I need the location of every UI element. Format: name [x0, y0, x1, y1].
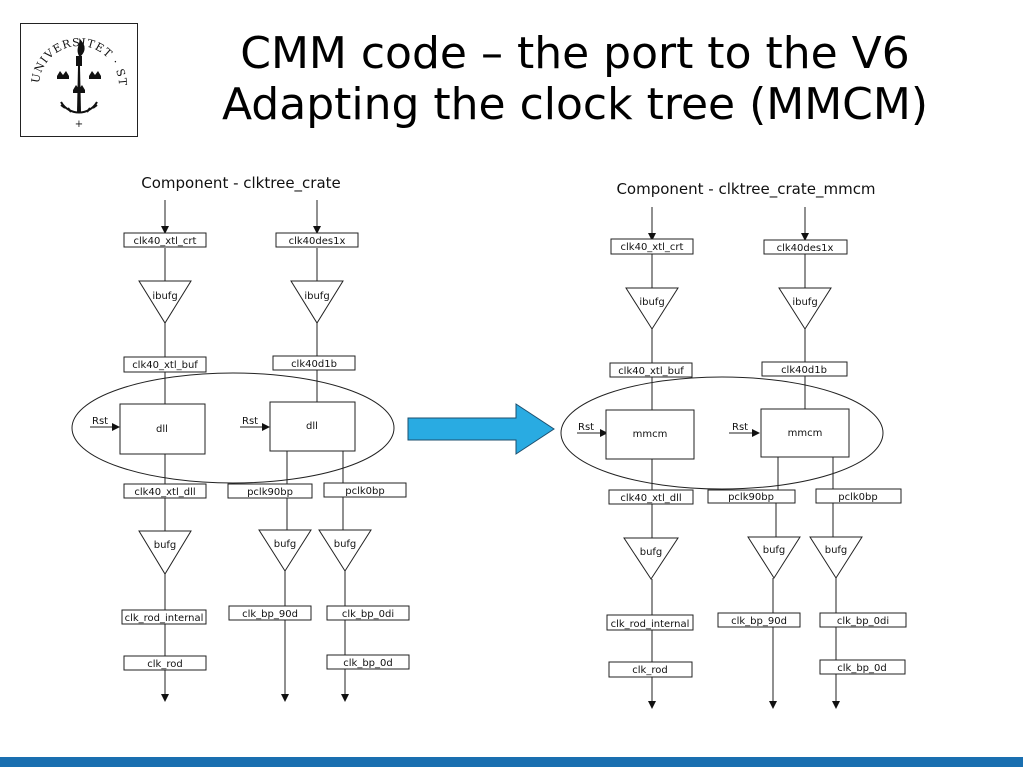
- right-label-blk2: mmcm: [788, 428, 823, 439]
- right-label-out2: pclk90bp: [728, 492, 774, 503]
- right-label-f4: clk_rod: [632, 665, 667, 676]
- left-label-out3: pclk0bp: [345, 486, 384, 497]
- left-label-mid2: clk40d1b: [291, 359, 337, 370]
- right-label-out3: pclk0bp: [838, 492, 877, 503]
- right-box-clk40-xtl-crt: [610, 238, 694, 255]
- right-labels: clk40_xtl_crt clk40des1x ibufg ibufg clk…: [578, 242, 889, 676]
- left-dll-block-2: [269, 401, 356, 452]
- right-mmcm-group-ellipse: [560, 376, 884, 490]
- right-label-mid1: clk40_xtl_buf: [618, 366, 684, 377]
- university-logo: UNIVERSITET · STOCKHOLMS +: [15, 14, 138, 137]
- right-label-rst2: Rst: [732, 422, 748, 433]
- left-label-blk1: dll: [156, 424, 168, 435]
- right-label-f5: clk_bp_0d: [837, 663, 886, 674]
- left-label-blk2: dll: [306, 421, 318, 432]
- left-box-clk40des1x: [275, 232, 359, 248]
- right-bufg-3: [809, 536, 863, 579]
- left-label-in1: clk40_xtl_crt: [134, 236, 197, 247]
- right-label-mid2: clk40d1b: [781, 365, 827, 376]
- left-diagram: Component - clktree_crate: [71, 174, 410, 702]
- right-label-buf1: ibufg: [639, 297, 664, 308]
- right-mmcm-block-1: [605, 409, 695, 460]
- right-box-pclk0bp: [815, 488, 902, 504]
- left-ibufg-1: [138, 280, 192, 324]
- title-line-2: Adapting the clock tree (MMCM): [221, 79, 929, 130]
- left-label-f1: clk_rod_internal: [125, 613, 204, 624]
- right-ibufg-2: [778, 287, 832, 330]
- left-box-clk40d1b: [272, 355, 356, 371]
- right-ibufg-1: [625, 287, 679, 330]
- slide-title: CMM code – the port to the V6 Adapting t…: [170, 28, 980, 130]
- left-label-g3: bufg: [334, 539, 357, 550]
- left-box-clk40-xtl-buf: [123, 356, 207, 373]
- left-label-f3: clk_bp_0di: [342, 609, 394, 620]
- left-box-pclk90bp: [227, 483, 313, 499]
- right-label-buf2: ibufg: [792, 297, 817, 308]
- left-bufg-3: [318, 529, 372, 572]
- left-ibufg-2: [290, 280, 344, 324]
- right-box-clk-rod-internal: [606, 614, 694, 631]
- right-label-f2: clk_bp_90d: [731, 616, 787, 627]
- right-bufg-1: [623, 537, 679, 580]
- right-box-clk-bp-0di: [819, 612, 907, 628]
- left-label-g2: bufg: [274, 539, 297, 550]
- right-box-clk40-xtl-buf: [609, 362, 693, 378]
- title-line-1: CMM code – the port to the V6: [240, 28, 910, 79]
- svg-text:+: +: [75, 119, 83, 130]
- left-box-clk-rod-internal: [121, 609, 207, 625]
- right-label-f1: clk_rod_internal: [611, 619, 690, 630]
- left-label-rst2: Rst: [242, 416, 258, 427]
- right-label-g1: bufg: [640, 547, 663, 558]
- left-component-title: Component - clktree_crate: [141, 174, 341, 193]
- right-box-clk-bp-90d: [717, 612, 801, 628]
- university-seal-icon: UNIVERSITET · STOCKHOLMS +: [15, 14, 128, 130]
- left-box-clk-rod: [123, 655, 207, 671]
- right-box-pclk90bp: [707, 489, 796, 504]
- left-label-mid1: clk40_xtl_buf: [132, 360, 198, 371]
- left-label-buf2: ibufg: [304, 291, 329, 302]
- footer-bar: [0, 757, 1023, 767]
- left-box-clk-bp-90d: [228, 605, 312, 621]
- right-box-clk-rod: [608, 661, 693, 678]
- right-label-out1: clk40_xtl_dll: [620, 493, 681, 504]
- left-label-out1: clk40_xtl_dll: [134, 487, 195, 498]
- right-box-clk40d1b: [761, 361, 848, 377]
- left-label-g1: bufg: [154, 540, 177, 551]
- right-box-clk40-xtl-dll: [608, 489, 694, 505]
- left-dll-group-ellipse: [71, 372, 395, 484]
- left-labels: clk40_xtl_crt clk40des1x ibufg ibufg clk…: [92, 236, 394, 670]
- left-label-in2: clk40des1x: [289, 236, 346, 247]
- right-label-blk1: mmcm: [633, 429, 668, 440]
- left-label-rst1: Rst: [92, 416, 108, 427]
- left-bufg-1: [138, 530, 192, 575]
- left-bufg-2: [258, 529, 312, 572]
- right-label-in2: clk40des1x: [777, 243, 834, 254]
- transition-arrow-icon: [407, 403, 555, 455]
- left-box-clk-bp-0di: [326, 605, 410, 621]
- right-mmcm-block-2: [760, 408, 850, 458]
- left-box-clk40-xtl-dll: [123, 483, 207, 499]
- left-box-pclk0bp: [323, 482, 407, 498]
- left-label-f4: clk_rod: [147, 659, 182, 670]
- right-label-f3: clk_bp_0di: [837, 616, 889, 627]
- right-label-rst1: Rst: [578, 422, 594, 433]
- left-label-buf1: ibufg: [152, 291, 177, 302]
- left-label-out2: pclk90bp: [247, 487, 293, 498]
- right-bufg-2: [747, 536, 801, 579]
- left-box-clk40-xtl-crt: [123, 232, 207, 248]
- left-box-clk-bp-0d: [326, 654, 410, 670]
- right-diagram: Component - clktree_crate_mmcm: [560, 180, 907, 709]
- left-label-f2: clk_bp_90d: [242, 609, 298, 620]
- right-label-in1: clk40_xtl_crt: [621, 242, 684, 253]
- right-component-title: Component - clktree_crate_mmcm: [616, 180, 875, 199]
- right-box-clk40des1x: [763, 239, 848, 255]
- right-box-clk-bp-0d: [819, 659, 906, 675]
- left-label-f5: clk_bp_0d: [343, 658, 392, 669]
- right-label-g3: bufg: [825, 545, 848, 556]
- right-label-g2: bufg: [763, 545, 786, 556]
- left-dll-block-1: [119, 403, 206, 455]
